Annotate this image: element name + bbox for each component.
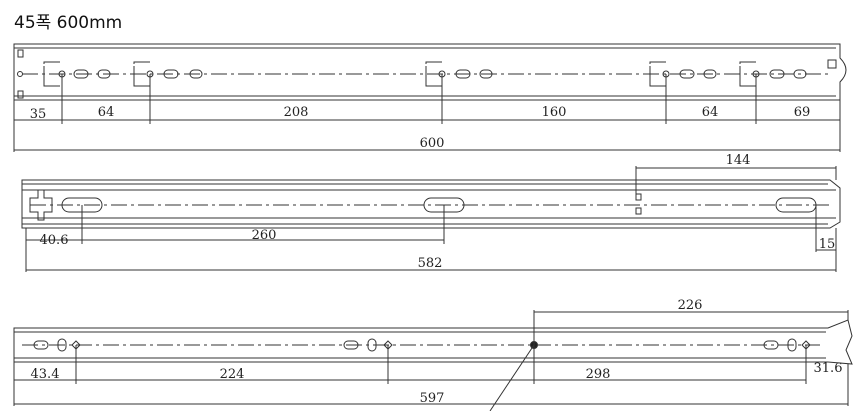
rail-3 [13,310,853,411]
dim-rail3-2: 224 [220,367,245,382]
slider-group [649,61,717,87]
dim-rail1-1: 35 [30,107,47,122]
dim-rail3-right-top: 226 [678,298,703,313]
dim-rail2-total: 582 [418,256,443,271]
dim-rail1-2: 64 [98,105,115,120]
dim-rail1-5: 64 [702,105,719,120]
rail-2-dimensions: 40.6 260 144 15 582 [40,153,836,271]
dim-rail1-total: 600 [420,136,445,151]
dim-rail3-total: 597 [420,391,445,406]
rail-1-dimensions: 35 64 208 160 64 69 600 [30,105,811,151]
dim-rail3-3: 298 [586,367,611,382]
dim-rail1-6: 69 [794,105,811,120]
slider-group [133,61,203,87]
dim-rail2-1: 40.6 [40,233,69,248]
slider-group [739,61,807,87]
dim-rail3-right-end: 31.6 [814,361,843,376]
dim-rail1-4: 160 [542,105,567,120]
dim-rail2-right-top: 144 [726,153,751,168]
rail-1 [13,43,847,152]
dim-rail1-3: 208 [284,105,309,120]
dim-rail2-right-end: 15 [819,237,836,252]
rail-2 [21,166,841,272]
dim-rail3-1: 43.4 [31,367,60,382]
page-title: 45폭 600mm [14,13,123,33]
rail-3-dimensions: 43.4 224 298 226 31.6 597 [31,298,843,406]
dim-rail2-2: 260 [252,228,277,243]
